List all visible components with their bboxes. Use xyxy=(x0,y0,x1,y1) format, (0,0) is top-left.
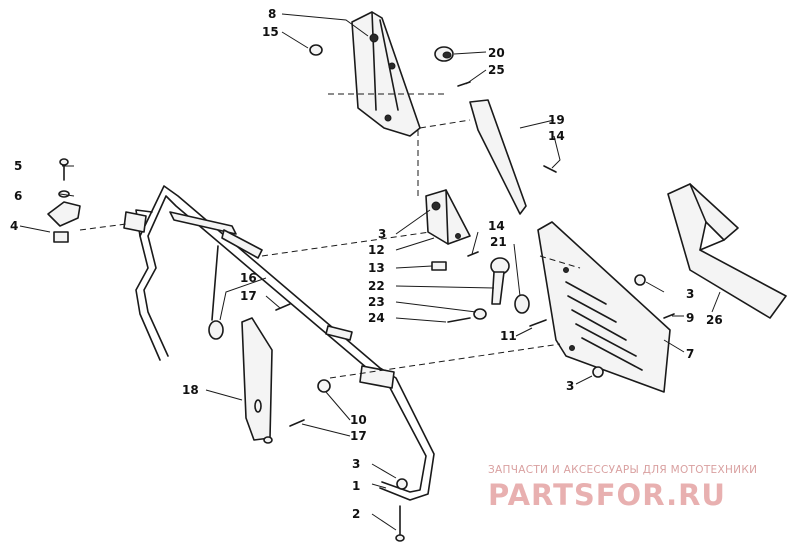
nut-3-lower xyxy=(396,478,408,490)
bolt-5-head xyxy=(59,158,69,166)
callout-17-upper: 17 xyxy=(240,289,257,303)
bolt-2-head xyxy=(395,534,405,542)
watermark: ЗАПЧАСТИ И АКСЕССУАРЫ ДЛЯ МОТОТЕХНИКИ PA… xyxy=(488,464,788,512)
washer-17 xyxy=(263,436,273,444)
nut-3-grille xyxy=(592,366,604,378)
bracket-4 xyxy=(47,201,81,243)
handle-assembly xyxy=(447,257,530,323)
assembly-lines xyxy=(79,93,581,379)
callout-19: 19 xyxy=(548,113,565,127)
callout-6: 6 xyxy=(14,189,22,203)
callout-18: 18 xyxy=(182,383,199,397)
callout-8: 8 xyxy=(268,7,276,21)
callout-24: 24 xyxy=(368,311,385,325)
callout-21: 21 xyxy=(490,235,507,249)
pin-14-lower xyxy=(467,251,479,257)
plate-19 xyxy=(469,99,527,215)
callout-5: 5 xyxy=(14,159,22,173)
callout-20: 20 xyxy=(488,46,505,60)
plate-18 xyxy=(241,317,273,441)
callout-25: 25 xyxy=(488,63,505,77)
washer-6 xyxy=(58,190,70,198)
bolt-11 xyxy=(529,319,547,327)
bushing-20 xyxy=(434,46,454,62)
main-frame-tube xyxy=(123,185,435,501)
callout-12: 12 xyxy=(368,243,385,257)
nut-15 xyxy=(309,44,323,56)
screw-9 xyxy=(663,313,675,319)
plate-13 xyxy=(431,261,447,271)
watermark-tagline: ЗАПЧАСТИ И АКСЕССУАРЫ ДЛЯ МОТОТЕХНИКИ xyxy=(488,464,758,476)
callout-11: 11 xyxy=(500,329,517,343)
callout-26: 26 xyxy=(706,313,723,327)
center-bracket-12 xyxy=(425,189,471,245)
callout-1: 1 xyxy=(352,479,360,493)
pin-14-upper xyxy=(543,165,557,173)
callout-3-center: 3 xyxy=(378,227,386,241)
callout-2: 2 xyxy=(352,507,360,521)
callout-3-lower: 3 xyxy=(352,457,360,471)
screw-17-upper xyxy=(275,303,291,311)
leader-lines xyxy=(19,13,721,531)
screw-17-lower xyxy=(289,419,305,427)
callout-10: 10 xyxy=(350,413,367,427)
callout-3-right: 3 xyxy=(686,287,694,301)
nut-10 xyxy=(317,379,331,393)
nut-3-right xyxy=(634,274,646,286)
grommet-16 xyxy=(208,320,224,340)
callout-17-lower: 17 xyxy=(350,429,367,443)
upper-bracket-plate xyxy=(351,11,421,137)
callout-14-lower: 14 xyxy=(488,219,505,233)
callout-16: 16 xyxy=(240,271,257,285)
callout-15: 15 xyxy=(262,25,279,39)
callout-14-upper: 14 xyxy=(548,129,565,143)
callout-3-grille: 3 xyxy=(566,379,574,393)
callout-9: 9 xyxy=(686,311,694,325)
callout-4: 4 xyxy=(10,219,18,233)
watermark-brand: PARTSFOR.RU xyxy=(488,478,726,512)
pad-26 xyxy=(667,183,787,319)
rod-16 xyxy=(211,245,219,321)
callout-22: 22 xyxy=(368,279,385,293)
callout-labels: 8 15 20 25 19 14 5 6 4 3 12 13 14 21 22 … xyxy=(10,7,723,521)
grille-panel-7 xyxy=(537,221,671,393)
callout-7: 7 xyxy=(686,347,694,361)
callout-13: 13 xyxy=(368,261,385,275)
plate-18-slot xyxy=(254,399,262,413)
callout-23: 23 xyxy=(368,295,385,309)
